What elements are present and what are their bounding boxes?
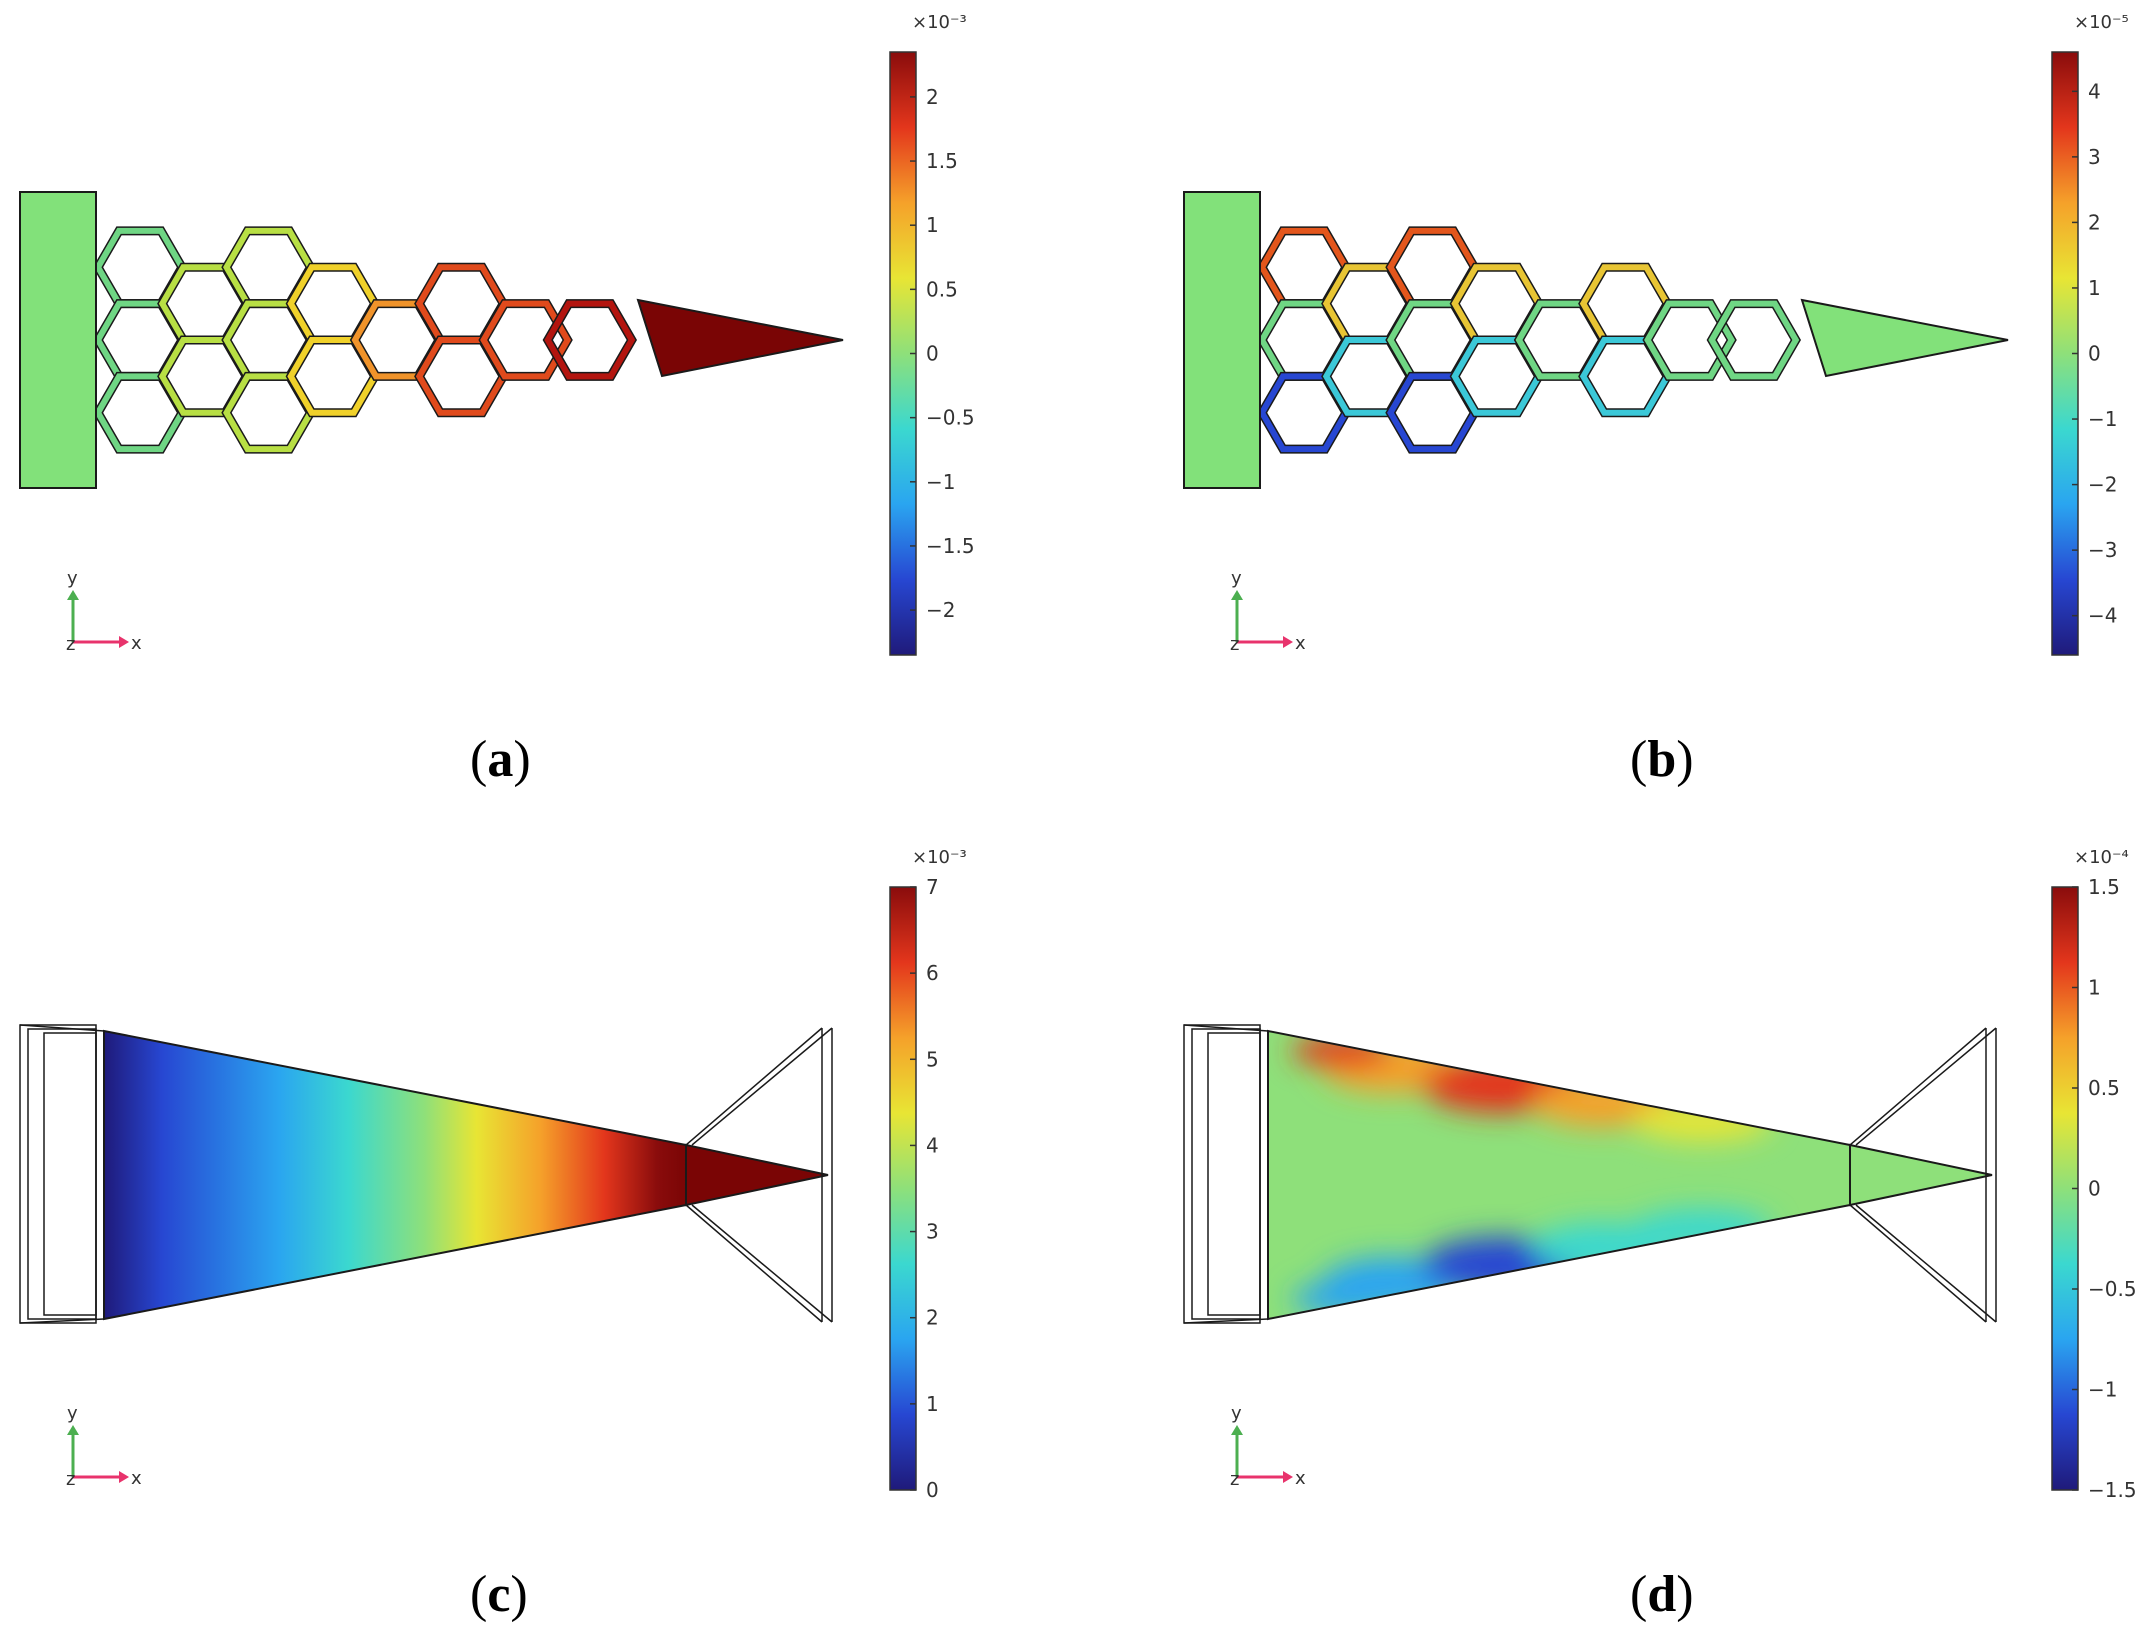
panel-b-plot: y z x ×10⁻⁵ 4 3 2 1 0 −1 −2 −3 −4	[1183, 12, 2129, 656]
colorbar: ×10⁻⁵ 4 3 2 1 0 −1 −2 −3 −4	[2051, 12, 2129, 656]
panel-c-plot: y z x ×10⁻³ 7 6 5 4 3 2 1 0	[19, 847, 967, 1502]
colorbar-tick-label: 3	[926, 1220, 939, 1244]
colorbar: ×10⁻³ 2 1.5 1 0.5 0 −0.5 −1 −1.5 −2	[889, 12, 975, 656]
axis-label-z: z	[66, 634, 75, 655]
colorbar-tick-label: 1.5	[2088, 875, 2120, 899]
colorbar-tick-label: 1	[926, 1392, 939, 1416]
colorbar-tick-label: 2	[926, 1306, 939, 1330]
colorbar-tick-label: −4	[2088, 604, 2117, 628]
fixed-support-block	[1183, 191, 1261, 489]
axes-triad: y z x	[66, 568, 142, 655]
colorbar-tick-label: 1	[2088, 276, 2101, 300]
axis-label-x: x	[131, 1468, 142, 1489]
panel-d-plot: y z x ×10⁻⁴ 1.5 1 0.5 0 −0.5 −1 −1.5	[1183, 847, 2137, 1502]
axis-label-x: x	[1295, 633, 1306, 654]
caption-c: (c)	[470, 1566, 528, 1623]
colorbar-tick-label: 0	[2088, 342, 2101, 366]
colorbar-tick-label: 0	[926, 1478, 939, 1502]
support-frame	[1183, 1024, 1269, 1324]
colorbar-tick-label: 0.5	[2088, 1076, 2120, 1100]
colorbar-tick-label: −3	[2088, 538, 2117, 562]
colorbar-tick-label: 1.5	[926, 149, 958, 173]
colorbar-tick-label: 0	[926, 342, 939, 366]
colorbar-tick-label: −0.5	[926, 406, 975, 430]
colorbar-tick-label: 1	[926, 213, 939, 237]
lattice-cell	[480, 300, 572, 380]
colorbar-gradient	[889, 886, 917, 1491]
fixed-support-block	[19, 191, 97, 489]
tip-wedge	[1849, 1143, 1993, 1207]
caption-a: (a)	[470, 731, 531, 788]
colorbar-tick-label: 1	[2088, 976, 2101, 1000]
axis-label-z: z	[1230, 1469, 1239, 1490]
tip-frame	[1849, 1027, 1997, 1323]
colorbar-tick-label: −2	[926, 598, 955, 622]
axis-label-y: y	[1231, 1403, 1242, 1424]
lattice-cell	[1708, 300, 1800, 380]
panel-d: y z x ×10⁻⁴ 1.5 1 0.5 0 −0.5 −1 −1.5 (d)	[1162, 835, 2151, 1623]
colorbar-exponent: ×10⁻³	[912, 847, 967, 868]
axis-label-y: y	[1231, 568, 1242, 589]
axis-label-z: z	[1230, 634, 1239, 655]
colorbar-tick-label: 4	[2088, 79, 2101, 103]
honeycomb-lattice	[92, 226, 637, 454]
colorbar-tick-label: 4	[926, 1133, 939, 1157]
colorbar-tick-label: 7	[926, 875, 939, 899]
beam-field	[1268, 1031, 1850, 1319]
support-frame	[19, 1024, 105, 1324]
axis-label-x: x	[131, 633, 142, 654]
colorbar-tick-label: −1.5	[926, 534, 975, 558]
caption-b: (b)	[1630, 731, 1694, 788]
panel-c: y z x ×10⁻³ 7 6 5 4 3 2 1 0 (c)	[0, 835, 1070, 1623]
axis-label-z: z	[66, 1469, 75, 1490]
colorbar-tick-label: 0.5	[926, 277, 958, 301]
colorbar: ×10⁻³ 7 6 5 4 3 2 1 0	[889, 847, 967, 1502]
axes-triad: y z x	[1230, 568, 1306, 655]
colorbar-tick-label: 2	[926, 85, 939, 109]
panel-b: y z x ×10⁻⁵ 4 3 2 1 0 −1 −2 −3 −4 (b)	[1162, 0, 2151, 788]
panel-a: y z x ×10⁻³ 2 1.5 1 0.5 0 −0.5 −1 −1.5 −2 (a)	[0, 0, 1070, 788]
colorbar-tick-label: 2	[2088, 210, 2101, 234]
colorbar-tick-label: −1	[2088, 407, 2117, 431]
colorbar-tick-label: 5	[926, 1047, 939, 1071]
beam-triangle	[103, 1029, 687, 1321]
colorbar-tick-label: −1	[2088, 1378, 2117, 1402]
tip-frame	[685, 1027, 833, 1323]
axes-triad: y z x	[66, 1403, 142, 1490]
colorbar-exponent: ×10⁻³	[912, 12, 967, 33]
colorbar-tick-label: −1.5	[2088, 1478, 2137, 1502]
lattice-cell	[544, 300, 636, 380]
colorbar-tick-label: 3	[2088, 145, 2101, 169]
axis-label-x: x	[1295, 1468, 1306, 1489]
colorbar-tick-label: 6	[926, 961, 939, 985]
lattice-cell	[1644, 300, 1736, 380]
colorbar-tick-label: −2	[2088, 473, 2117, 497]
colorbar: ×10⁻⁴ 1.5 1 0.5 0 −0.5 −1 −1.5	[2051, 847, 2137, 1502]
colorbar-exponent: ×10⁻⁵	[2074, 12, 2129, 33]
axis-label-y: y	[67, 1403, 78, 1424]
tip-wedge	[1800, 298, 2009, 378]
colorbar-tick-label: −1	[926, 470, 955, 494]
colorbar-tick-label: −0.5	[2088, 1277, 2137, 1301]
colorbar-tick-label: 0	[2088, 1177, 2101, 1201]
caption-d: (d)	[1630, 1566, 1694, 1623]
tip-wedge	[636, 298, 844, 378]
axis-label-y: y	[67, 568, 78, 589]
panel-a-plot: y z x ×10⁻³ 2 1.5 1 0.5 0 −0.5 −1 −1.5 −2	[19, 12, 975, 656]
tip-wedge	[685, 1143, 829, 1207]
axes-triad: y z x	[1230, 1403, 1306, 1490]
colorbar-exponent: ×10⁻⁴	[2074, 847, 2129, 868]
honeycomb-lattice	[1256, 226, 1801, 454]
